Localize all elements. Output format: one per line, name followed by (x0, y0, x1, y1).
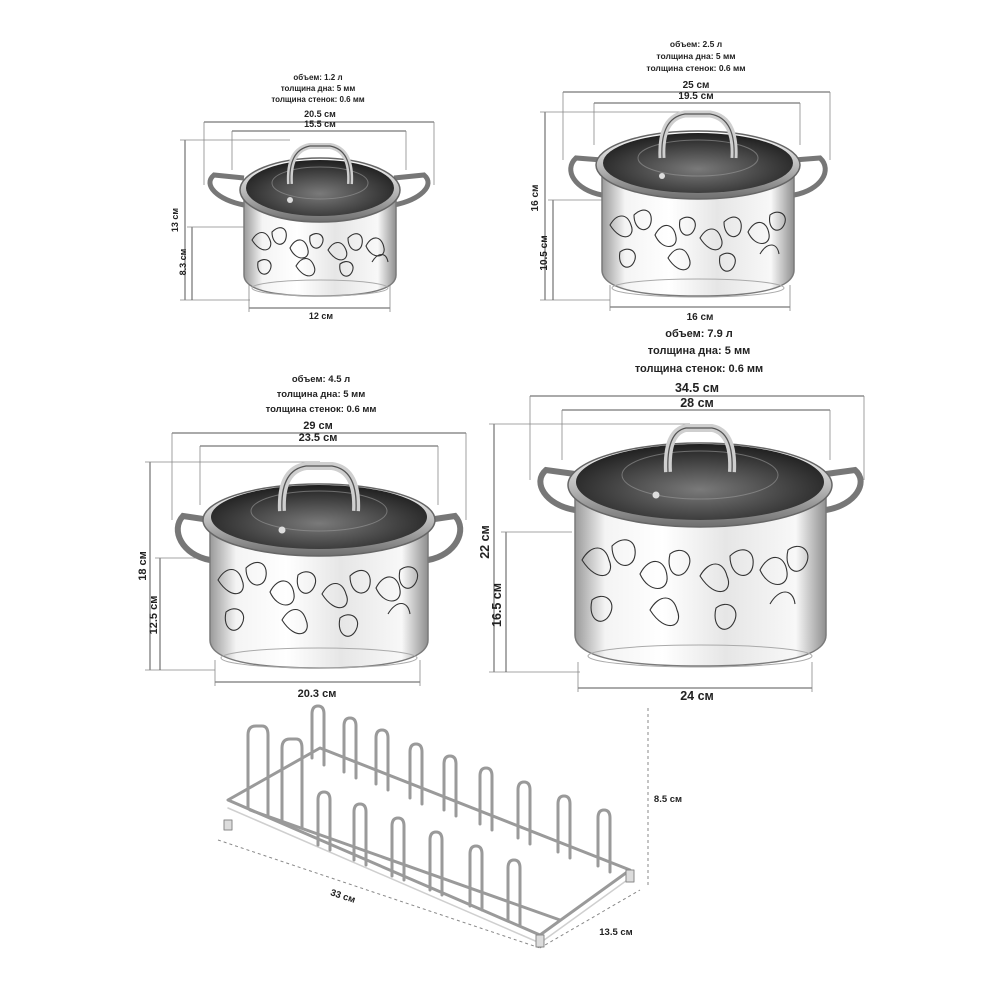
pot-2-body-height-label: 10.5 см (539, 235, 550, 270)
pot-3-inner-width-label: 23.5 см (299, 432, 338, 444)
pot-3-illustration (174, 462, 464, 669)
pot-3-outer-width-label: 29 см (303, 420, 333, 432)
rack-length-line (217, 839, 541, 949)
pot-1-bottom-width-label: 12 см (309, 311, 334, 321)
pot-2-group: объем: 2.5 л толщина дна: 5 мм толщина с… (530, 39, 831, 323)
pot-3-bottom-thickness: толщина дна: 5 мм (277, 389, 365, 400)
pot-3-wall-thickness: толщина стенок: 0.6 мм (266, 404, 377, 415)
pot-2-bottom-thickness: толщина дна: 5 мм (656, 51, 735, 61)
rack-length-label: 33 см (329, 887, 357, 905)
pot-1-wall-thickness: толщина стенок: 0.6 мм (271, 95, 364, 104)
pot-1-volume: объем: 1.2 л (293, 73, 342, 82)
pot-1-illustration (207, 143, 431, 297)
pot-1-outer-width-label: 20.5 см (304, 109, 336, 119)
pot-4-outer-width-label: 34.5 см (675, 381, 719, 395)
pot-2-height-label: 16 см (530, 185, 541, 212)
pot-3-height-label: 18 см (137, 551, 149, 581)
pot-3-volume: объем: 4.5 л (292, 374, 350, 385)
rack-group: 8.5 см 33 см 13.5 см (217, 704, 682, 949)
pot-1-group: объем: 1.2 л толщина дна: 5 мм толщина с… (170, 73, 435, 321)
pot-3-group: объем: 4.5 л толщина дна: 5 мм толщина с… (137, 374, 467, 700)
pot-2-volume: объем: 2.5 л (670, 39, 722, 49)
pot-2-outer-width-label: 25 см (683, 80, 710, 91)
rack-height-label: 8.5 см (654, 794, 682, 805)
rack-illustration (223, 704, 635, 948)
pot-4-body-height-label: 16.5 см (490, 583, 504, 627)
pot-1-inner-width-label: 15.5 см (304, 119, 336, 129)
pot-1-bottom-thickness: толщина дна: 5 мм (281, 84, 356, 93)
pot-1-body-height-label: 8.3 см (178, 248, 188, 275)
pot-4-bottom-width-label: 24 см (680, 689, 714, 703)
pot-2-inner-width-label: 19.5 см (678, 91, 713, 102)
pot-2-bottom-width-label: 16 см (687, 312, 714, 323)
pot-3-bottom-width-label: 20.3 см (298, 688, 337, 700)
pot-1-height-label: 13 см (170, 208, 180, 233)
pot-2-illustration (568, 110, 828, 298)
rack-depth-label: 13.5 см (599, 927, 632, 938)
pot-4-wall-thickness: толщина стенок: 0.6 мм (635, 363, 763, 375)
pot-3-body-height-label: 12.5 см (148, 596, 160, 635)
pot-4-inner-width-label: 28 см (680, 396, 714, 410)
pot-4-illustration (537, 424, 864, 668)
pot-4-bottom-thickness: толщина дна: 5 мм (648, 345, 750, 357)
pot-2-wall-thickness: толщина стенок: 0.6 мм (646, 63, 745, 73)
pot-4-height-label: 22 см (478, 525, 492, 559)
pot-4-volume: объем: 7.9 л (665, 328, 733, 340)
pot-4-group: объем: 7.9 л толщина дна: 5 мм толщина с… (478, 328, 865, 703)
rack-depth-line (539, 889, 641, 949)
